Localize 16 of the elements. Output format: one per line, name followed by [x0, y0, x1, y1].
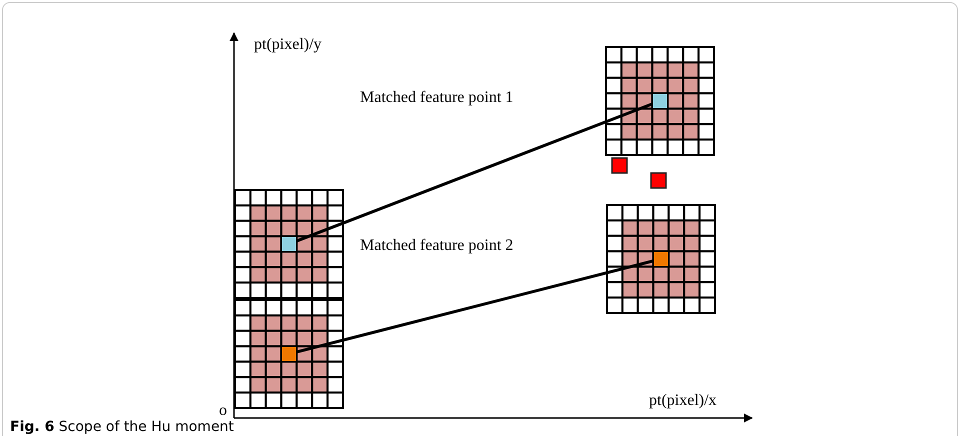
- center-pixel: [281, 346, 297, 362]
- center-pixel: [652, 93, 668, 109]
- pixel-grid: [234, 299, 344, 409]
- match-line: [296, 260, 654, 354]
- center-pixel: [653, 251, 669, 267]
- point-label: Matched feature point 1: [360, 89, 514, 107]
- axis-label: pt(pixel)/x: [649, 392, 717, 410]
- origin-label: o: [219, 402, 227, 420]
- point-label: Matched feature point 2: [360, 237, 514, 255]
- pixel-grid: [606, 204, 716, 314]
- pixel-grid: [234, 189, 344, 299]
- figure-caption: Fig. 6 Scope of the Hu moment: [10, 418, 234, 436]
- match-line: [296, 102, 653, 242]
- center-pixel: [281, 236, 297, 252]
- axis-label: pt(pixel)/y: [254, 36, 322, 54]
- pixel-grid: [605, 46, 715, 156]
